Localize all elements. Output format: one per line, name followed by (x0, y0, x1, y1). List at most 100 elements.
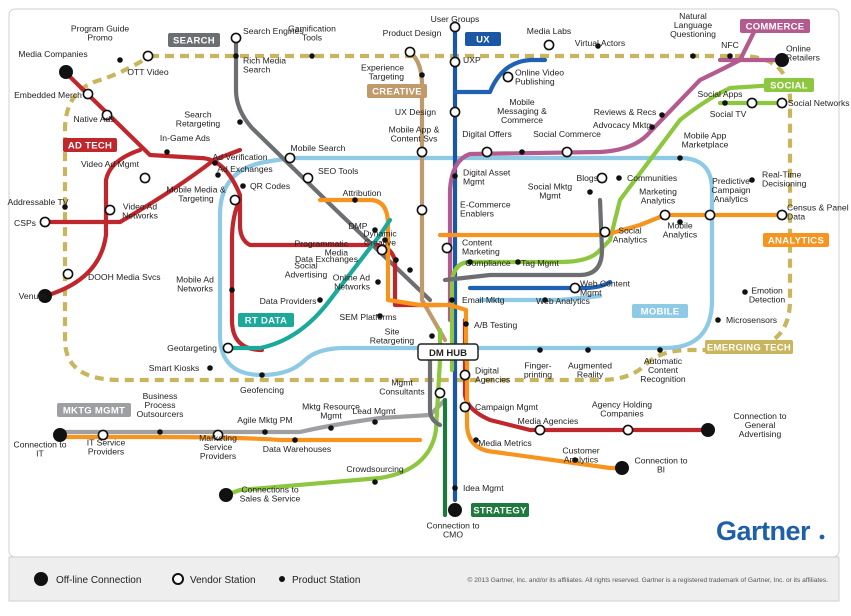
station-media-metrics[interactable] (473, 437, 479, 443)
station-programmatic-media[interactable] (376, 244, 388, 256)
station-microsensors[interactable] (715, 317, 721, 323)
station-reviews-recs[interactable] (659, 112, 665, 118)
station-ux-design[interactable] (449, 106, 461, 118)
station-automatic-content-recognition[interactable] (657, 347, 663, 353)
station-social-commerce[interactable] (561, 146, 573, 158)
station-agile-mktg-pm[interactable] (262, 429, 268, 435)
station-social-apps[interactable] (746, 97, 758, 109)
station-ab-testing[interactable] (463, 321, 469, 327)
station-real-time-decisioning[interactable] (749, 177, 755, 183)
station-digital-agencies[interactable] (459, 369, 471, 381)
station-dmp[interactable] (372, 227, 378, 233)
station-connection-to-it[interactable] (53, 428, 67, 442)
station-ott-video[interactable] (142, 50, 154, 62)
station-digital-asset-mgmt[interactable] (452, 173, 458, 179)
station-web-content-mgmt[interactable] (569, 282, 581, 294)
station-mktg-resource-mgmt[interactable] (328, 425, 334, 431)
station-in-game-ads[interactable] (164, 149, 170, 155)
station-dynamic-creative[interactable] (382, 237, 388, 243)
station-connection-to-bi[interactable] (615, 461, 629, 475)
station-communities[interactable] (616, 175, 622, 181)
station-natural-language-questioning[interactable] (690, 53, 696, 59)
station-online-ad-networks[interactable] (375, 279, 381, 285)
station-augmented-reality[interactable] (585, 347, 591, 353)
station-fingerprinting[interactable] (537, 347, 543, 353)
station-mobile-media-targeting[interactable] (229, 194, 241, 206)
station-video-ad-networks[interactable] (104, 204, 116, 216)
station-social-networks[interactable] (776, 97, 788, 109)
station-data-exchanges[interactable] (393, 257, 399, 263)
station-connection-to-cmo[interactable] (448, 503, 462, 517)
station-blogs[interactable] (596, 172, 608, 184)
station-media-agencies[interactable] (534, 424, 546, 436)
station-search-retargeting[interactable] (237, 119, 243, 125)
station-social-mktg-mgmt[interactable] (587, 189, 593, 195)
station-marketing-service-providers[interactable] (212, 429, 224, 441)
station-rich-media-search[interactable] (233, 53, 239, 59)
station-mgmt-consultants[interactable] (434, 387, 446, 399)
station-attribution[interactable] (352, 197, 358, 203)
station-content-marketing[interactable] (441, 242, 453, 254)
station-program-guide-promo[interactable] (117, 57, 123, 63)
station-smart-kiosks[interactable] (207, 365, 213, 371)
station-experience-targeting[interactable] (419, 72, 425, 78)
station-web-analytics[interactable] (542, 297, 548, 303)
station-embedded-merch[interactable] (82, 88, 94, 100)
dm-hub[interactable]: DM HUB (417, 343, 479, 361)
station-venues[interactable] (38, 289, 52, 303)
station-business-process-outsourcers[interactable] (157, 429, 163, 435)
station-uxp[interactable] (449, 56, 461, 68)
station-predictive-campaign-analytics[interactable] (704, 209, 716, 221)
station-data-providers[interactable] (317, 297, 323, 303)
station-search-engines[interactable] (230, 32, 242, 44)
station-gamification-tools[interactable] (309, 53, 315, 59)
station-online-retailers[interactable] (775, 53, 789, 67)
station-customer-analytics[interactable] (572, 457, 578, 463)
station-addressable-tv[interactable] (62, 204, 68, 210)
station-geofencing[interactable] (259, 372, 265, 378)
station-agency-holding-companies[interactable] (622, 424, 634, 436)
station-mobile-search[interactable] (284, 152, 296, 164)
station-campaign-mgmt[interactable] (459, 401, 471, 413)
station-emotion-detection[interactable] (742, 289, 748, 295)
station-video-ad-mgmt[interactable] (139, 172, 151, 184)
station-connections-to-sales-service[interactable] (219, 488, 233, 502)
station-idea-mgmt[interactable] (452, 485, 458, 491)
station-mobile-messaging-commerce[interactable] (519, 149, 525, 155)
station-digital-offers[interactable] (481, 146, 493, 158)
station-online-video-publishing[interactable] (502, 71, 514, 83)
station-sem-platforms[interactable] (377, 313, 383, 319)
station-geotargeting[interactable] (222, 342, 234, 354)
station-census-panel-data[interactable] (776, 209, 788, 221)
station-it-service-providers[interactable] (97, 429, 109, 441)
station-tag-mgmt[interactable] (515, 259, 521, 265)
station-ad-exchanges[interactable] (215, 172, 221, 178)
station-social-analytics[interactable] (599, 226, 611, 238)
station-data-warehouses[interactable] (292, 437, 298, 443)
station-marketing-analytics[interactable] (659, 209, 671, 221)
station-social-advertising[interactable] (407, 267, 413, 273)
station-mobile-app-marketplace[interactable] (677, 155, 683, 161)
station-csps[interactable] (39, 216, 51, 228)
station-qr-codes[interactable] (240, 183, 246, 189)
station-media-companies[interactable] (59, 65, 73, 79)
station-lead-mgmt[interactable] (372, 419, 378, 425)
station-nfc[interactable] (727, 53, 733, 59)
station-native-ads[interactable] (101, 109, 113, 121)
station-mobile-app-content-svs[interactable] (416, 146, 428, 158)
station-crowdsourcing[interactable] (372, 479, 378, 485)
station-mobile-ad-networks[interactable] (229, 287, 235, 293)
station-social-tv[interactable] (722, 100, 728, 106)
station-user-groups[interactable] (449, 21, 461, 33)
station-advocacy-mktg[interactable] (649, 124, 655, 130)
station-site-retargeting[interactable] (429, 333, 435, 339)
station-virtual-actors[interactable] (595, 43, 601, 49)
station-compliance[interactable] (467, 259, 473, 265)
station-product-design[interactable] (404, 46, 416, 58)
station-e-commerce-enablers[interactable] (416, 204, 428, 216)
station-mobile-analytics[interactable] (677, 219, 683, 225)
station-connection-to-general-advertising[interactable] (701, 423, 715, 437)
station-dooh-media-svcs[interactable] (62, 268, 74, 280)
station-media-labs[interactable] (543, 39, 555, 51)
station-ad-verification[interactable] (212, 160, 218, 166)
